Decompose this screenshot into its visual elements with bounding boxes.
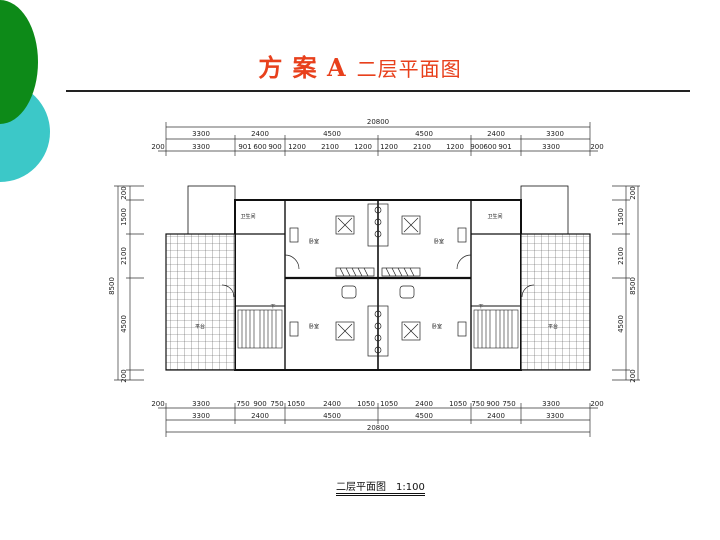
floor-plan: 20800 3300 2400 4500 4500 2400 3300 200 … <box>100 110 642 450</box>
left-dim: 200 <box>120 186 128 199</box>
top-dim: 2400 <box>251 130 269 138</box>
bottom-dim2: 2400 <box>487 412 505 420</box>
top-dim2: 600 <box>253 143 266 151</box>
bottom-dim: 3300 <box>192 400 210 408</box>
right-total: 8500 <box>629 277 637 295</box>
top-dim: 3300 <box>546 130 564 138</box>
bottom-dim: 750 <box>270 400 283 408</box>
title-main: 方 案 A <box>258 53 347 82</box>
top-dim2: 1200 <box>380 143 398 151</box>
title-sub: 二层平面图 <box>356 57 462 81</box>
bottom-dim2: 4500 <box>415 412 433 420</box>
bottom-dim: 3300 <box>542 400 560 408</box>
bottom-dimensions <box>158 403 598 437</box>
right-dim: 2100 <box>617 247 625 265</box>
balcony-left <box>165 233 236 371</box>
left-dim: 2100 <box>120 247 128 265</box>
top-dim2: 900 <box>268 143 281 151</box>
left-dim: 1500 <box>120 208 128 226</box>
bottom-dim: 2400 <box>415 400 433 408</box>
top-dim2: 3300 <box>192 143 210 151</box>
bottom-dim: 750 <box>502 400 515 408</box>
right-dim: 200 <box>629 369 637 382</box>
bottom-dim: 1050 <box>357 400 375 408</box>
balcony-right <box>520 233 591 371</box>
side-dimension-lines <box>114 185 642 381</box>
top-dim2: 200 <box>151 143 164 151</box>
bottom-dim2: 3300 <box>192 412 210 420</box>
top-dim2: 900 <box>470 143 483 151</box>
top-dim: 4500 <box>323 130 341 138</box>
top-dim2: 2100 <box>413 143 431 151</box>
plan-caption: 二层平面图 1:100 <box>336 478 425 496</box>
slide-title: 方 案 A 二层平面图 <box>0 48 720 83</box>
room-label-bedroom: 卧室 <box>432 323 442 330</box>
caption-text: 二层平面图 <box>336 482 386 493</box>
right-dim: 200 <box>629 186 637 199</box>
bottom-dim2: 2400 <box>251 412 269 420</box>
caption-scale: 1:100 <box>396 482 425 493</box>
left-dim: 4500 <box>120 315 128 333</box>
right-dim: 4500 <box>617 315 625 333</box>
top-dim: 2400 <box>487 130 505 138</box>
top-total-label: 20800 <box>367 118 389 126</box>
bottom-dim: 750 <box>236 400 249 408</box>
top-dim2: 901 <box>238 143 251 151</box>
top-dimensions <box>158 122 598 156</box>
stair-right <box>473 309 519 349</box>
furniture <box>221 203 535 357</box>
decorative-circles <box>0 0 60 240</box>
left-total: 8500 <box>108 277 116 295</box>
bottom-dim2: 4500 <box>323 412 341 420</box>
left-dim: 200 <box>120 369 128 382</box>
room-label-balcony-left: 平台 <box>195 323 205 330</box>
top-dim2: 1200 <box>288 143 306 151</box>
top-dim2: 1200 <box>354 143 372 151</box>
bottom-total-label: 20800 <box>367 424 389 432</box>
top-dim2: 1200 <box>446 143 464 151</box>
top-dim2: 2100 <box>321 143 339 151</box>
green-circle <box>0 0 38 124</box>
bottom-dim: 750 <box>471 400 484 408</box>
wardrobes <box>335 267 421 277</box>
top-dim2: 600 <box>483 143 496 151</box>
top-dim2: 200 <box>590 143 603 151</box>
stair-left <box>237 309 283 349</box>
room-label-balcony-right: 平台 <box>548 323 558 330</box>
top-dim2: 901 <box>498 143 511 151</box>
bottom-dim: 2400 <box>323 400 341 408</box>
bottom-dim: 1050 <box>449 400 467 408</box>
bottom-dim: 900 <box>486 400 499 408</box>
bottom-dim: 1050 <box>380 400 398 408</box>
room-label-bathroom-right: 卫生间 <box>487 213 502 220</box>
stair-down-label: 下 <box>270 304 275 310</box>
bottom-dim: 900 <box>253 400 266 408</box>
right-dim: 1500 <box>617 208 625 226</box>
stair-down-label: 下 <box>478 304 483 310</box>
room-label-bedroom: 卧室 <box>309 238 319 245</box>
bottom-dim: 200 <box>151 400 164 408</box>
top-dim: 4500 <box>415 130 433 138</box>
bottom-dim2: 3300 <box>546 412 564 420</box>
room-label-bedroom: 卧室 <box>309 323 319 330</box>
room-label-bathroom-left: 卫生间 <box>240 213 255 220</box>
title-underline <box>66 90 690 92</box>
top-dim2: 3300 <box>542 143 560 151</box>
bottom-dim: 200 <box>590 400 603 408</box>
room-label-bedroom: 卧室 <box>434 238 444 245</box>
bottom-dim: 1050 <box>287 400 305 408</box>
top-dim: 3300 <box>192 130 210 138</box>
